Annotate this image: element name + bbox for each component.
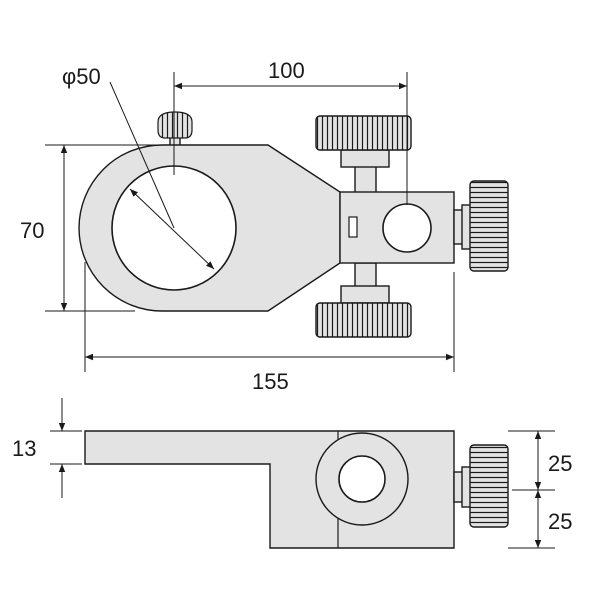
dimension-overall-length: 155: [84, 262, 455, 394]
upper-half-height-label: 25: [548, 451, 572, 476]
dimension-center-distance: 100: [173, 58, 408, 205]
plate-thickness-label: 13: [12, 436, 36, 461]
center-distance-label: 100: [268, 58, 305, 83]
top-view: φ50 100 70 155: [20, 58, 509, 394]
bore-diameter-label: φ50: [62, 64, 101, 89]
dimension-height: 70: [20, 144, 160, 312]
height-label: 70: [20, 218, 44, 243]
side-knob-front: [453, 444, 509, 528]
side-knob: [453, 180, 509, 272]
front-view: 13 25 25: [12, 398, 572, 549]
dimension-heights-right: 25 25: [508, 430, 572, 549]
slot-mark: [348, 216, 358, 238]
dimension-plate-thickness: 13: [12, 398, 82, 498]
front-bore: [338, 455, 386, 503]
lower-half-height-label: 25: [548, 509, 572, 534]
set-screw-top: [157, 111, 193, 148]
overall-length-label: 155: [252, 369, 289, 394]
rod-hole: [382, 203, 432, 253]
upper-knob: [315, 115, 412, 196]
dimension-bore-diameter: φ50: [62, 64, 215, 270]
lower-knob: [315, 262, 412, 338]
